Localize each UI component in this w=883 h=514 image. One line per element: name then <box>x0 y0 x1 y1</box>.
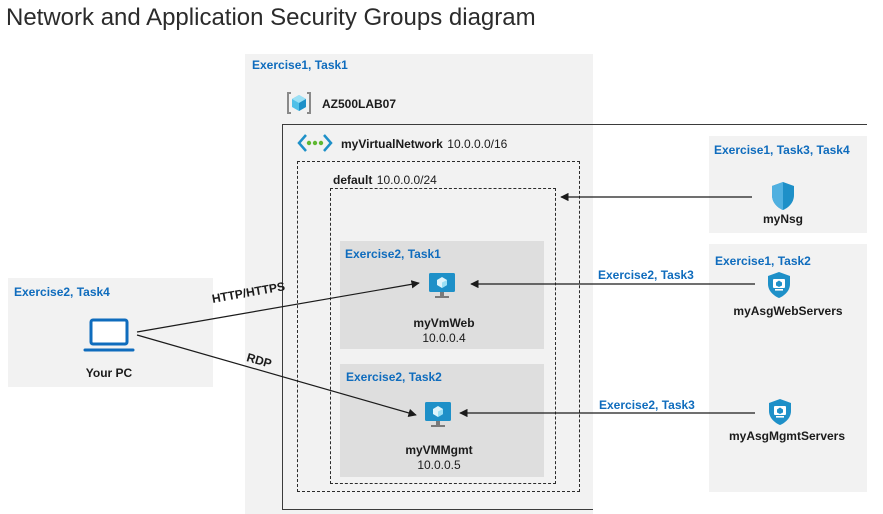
asg-task-label: Exercise1, Task2 <box>715 254 811 268</box>
asg-web-name: myAsgWebServers <box>733 304 843 318</box>
vm-mgmt-name: myVMMgmt <box>405 443 473 457</box>
resource-group-name: AZ500LAB07 <box>322 97 397 111</box>
asg-mgmt-name: myAsgMgmtServers <box>728 429 846 443</box>
vm-web-task-label: Exercise2, Task1 <box>345 247 441 261</box>
shield-icon <box>772 182 794 210</box>
virtual-network-label: myVirtualNetwork 10.0.0.0/16 <box>341 135 507 153</box>
nsg-task-label: Exercise1, Task3, Task4 <box>714 143 850 157</box>
vm-mgmt-task-label: Exercise2, Task2 <box>346 370 442 384</box>
vnet-cidr: 10.0.0.0/16 <box>447 137 508 151</box>
subnet-name: default <box>333 173 373 187</box>
page-title: Network and Application Security Groups … <box>6 4 536 31</box>
resource-group-icon <box>287 92 311 114</box>
virtual-network-icon <box>297 134 333 152</box>
subnet-outer-dashed-box <box>297 161 580 492</box>
pc-task-label: Exercise2, Task4 <box>14 285 110 299</box>
virtual-machine-icon <box>425 402 451 427</box>
virtual-network-box-border <box>282 124 593 510</box>
asg-web-connection-label: Exercise2, Task3 <box>598 268 694 282</box>
virtual-machine-icon <box>429 273 455 298</box>
vm-mgmt-ip: 10.0.0.5 <box>417 458 461 472</box>
subnet-cidr: 10.0.0.0/24 <box>376 173 437 187</box>
vm-web-ip: 10.0.0.4 <box>422 331 466 345</box>
application-security-group-icon <box>769 399 791 425</box>
rdp-arrow <box>136 334 417 417</box>
laptop-icon <box>83 318 135 352</box>
vnet-name: myVirtualNetwork <box>341 137 443 151</box>
subnet-label: default 10.0.0.0/24 <box>333 171 437 189</box>
vm-web-name: myVmWeb <box>413 316 475 330</box>
nsg-name: myNsg <box>762 212 803 226</box>
pc-name: Your PC <box>85 366 133 380</box>
application-security-group-icon <box>768 272 790 298</box>
subnet-dashed-box <box>330 188 556 484</box>
asg-mgmt-connection-label: Exercise2, Task3 <box>599 398 695 412</box>
lab-panel-label: Exercise1, Task1 <box>252 58 348 72</box>
http-arrow <box>136 280 420 333</box>
